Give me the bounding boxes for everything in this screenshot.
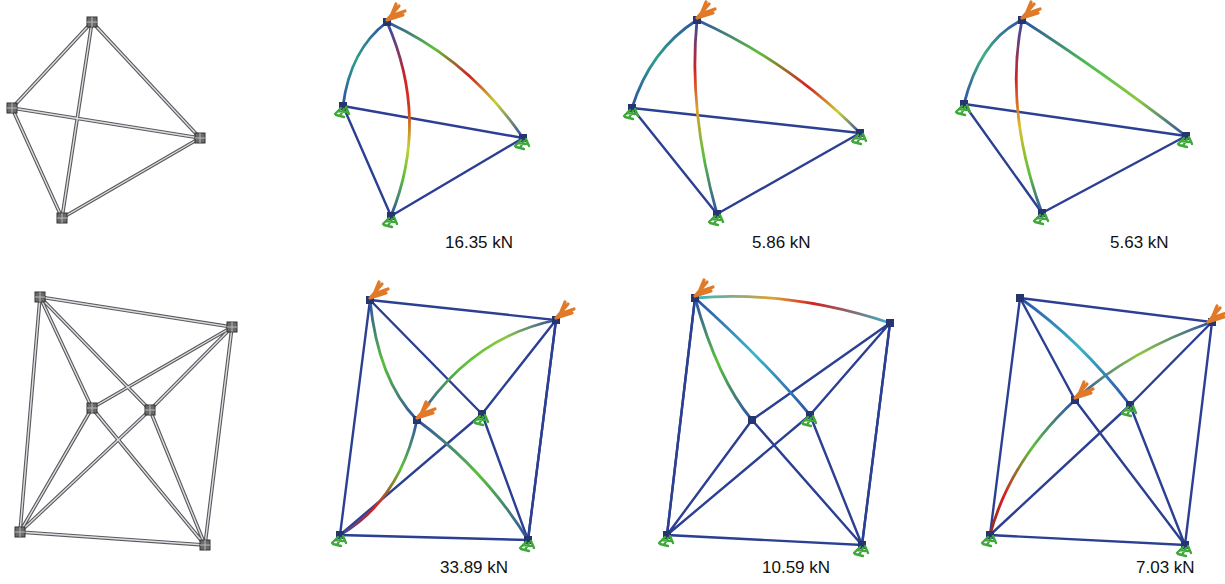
- buckling-mode: [335, 4, 529, 227]
- buckling-mode: [956, 2, 1192, 224]
- buckling-mode: [982, 294, 1225, 556]
- buckling-mode: [332, 282, 574, 551]
- load-value: 10.59 kN: [762, 558, 830, 578]
- load-value: 5.63 kN: [1110, 233, 1169, 253]
- buckling-mode: [659, 280, 894, 556]
- load-value: 7.03 kN: [1136, 558, 1195, 578]
- octahedron-model: [15, 292, 237, 550]
- tetrahedron-model: [7, 17, 205, 223]
- load-value: 33.89 kN: [440, 558, 508, 578]
- load-value: 5.86 kN: [752, 233, 811, 253]
- load-value: 16.35 kN: [445, 233, 513, 253]
- buckling-mode: [624, 2, 866, 225]
